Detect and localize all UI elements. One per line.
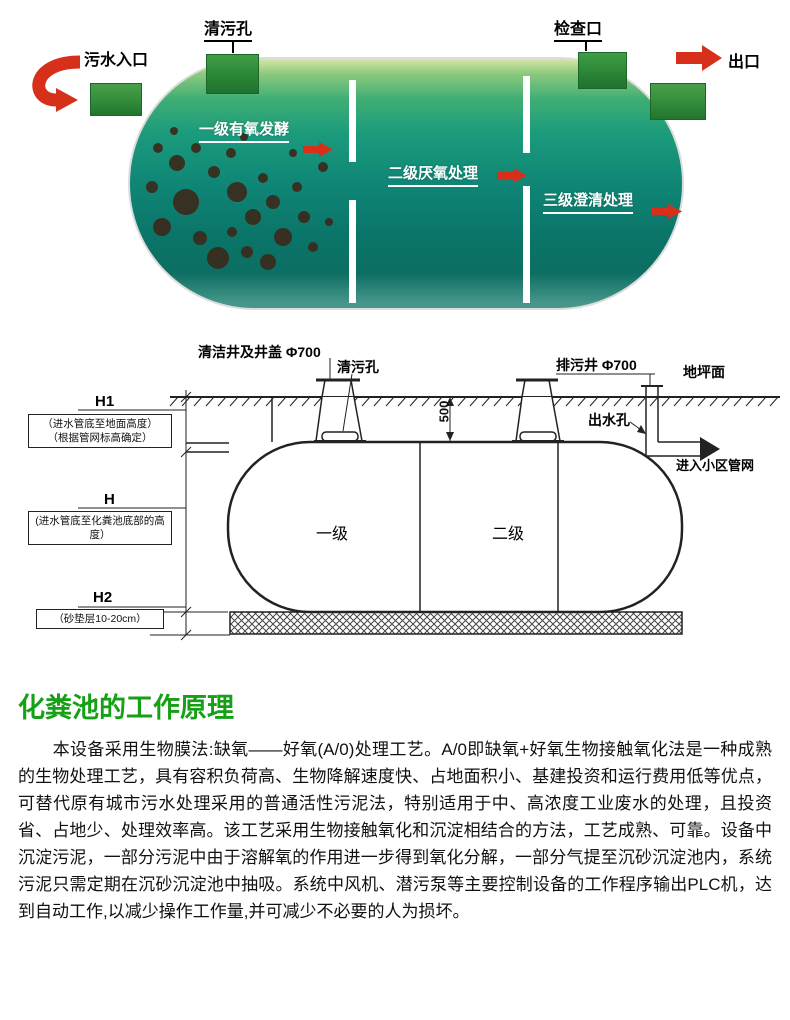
outlet-label: 出口: [728, 54, 761, 71]
inspection-riser: [578, 52, 627, 89]
dim-500-label: 500: [436, 400, 452, 423]
chamber1-label: 一级: [316, 526, 349, 543]
h2-note-box: （砂垫层10-20cm）: [36, 609, 164, 630]
tank-outline: [226, 440, 684, 614]
clean-hole-label-drawing: 清污孔: [337, 359, 379, 375]
leader-lines: [329, 358, 655, 434]
inlet-curved-arrow: [32, 55, 81, 112]
stage2-label: 二级厌氧处理: [388, 162, 479, 187]
ground-label: 地坪面: [683, 364, 725, 380]
inspection-label: 检查口: [554, 15, 603, 42]
clean-well: [314, 378, 366, 442]
inspection-connector-line: [585, 40, 587, 51]
clean-hole-label: 清污孔: [204, 15, 253, 42]
sand-layer: [229, 611, 683, 635]
h-note-box: (进水管底至化粪池底部的高度）: [28, 511, 172, 546]
engineering-drawing: [78, 358, 780, 641]
inlet-pipe: [90, 83, 142, 116]
height-dimension-lines: [78, 390, 230, 641]
sewage-well-label: 排污井 Φ700: [556, 357, 637, 373]
inlet-label: 污水入口: [84, 52, 149, 69]
outlet-hole-label: 出水孔: [588, 412, 630, 428]
h1-note-line1: （进水管底至地面高度）: [42, 418, 158, 430]
inlet-pipe-lines: [186, 397, 273, 453]
article-body: 本设备采用生物膜法:缺氧——好氧(A/0)处理工艺。A/0即缺氧+好氧生物接触氧…: [18, 740, 772, 922]
article-section: 化粪池的工作原理 本设备采用生物膜法:缺氧——好氧(A/0)处理工艺。A/0即缺…: [0, 682, 790, 925]
pipe-network-label: 进入小区管网: [676, 458, 755, 473]
dim-500-line: [446, 397, 454, 441]
outlet-pipe: [650, 83, 706, 120]
stage1-label: 一级有氧发酵: [199, 118, 290, 143]
h1-label: H1: [95, 393, 115, 410]
h1-note-box: （进水管底至地面高度） （根据管网标高确定）: [28, 414, 172, 449]
septic-tank-illustration: 污水入口 清污孔 检查口 出口 一级有氧发酵 二级厌氧处理 三级澄清处理: [0, 0, 790, 330]
clean-hole-riser: [206, 54, 259, 94]
clean-hole-connector-line: [232, 40, 234, 53]
h1-note-line2: （根据管网标高确定）: [47, 432, 153, 445]
h2-label: H2: [93, 589, 113, 606]
outlet-arrow: [676, 45, 722, 71]
sewage-well: [512, 378, 564, 442]
chamber2-label: 二级: [492, 526, 525, 543]
ground-line: [169, 396, 780, 407]
clean-well-label: 清洁井及井盖 Φ700: [198, 344, 321, 360]
stage3-label: 三级澄清处理: [543, 189, 634, 214]
h-label: H: [104, 491, 115, 508]
article-title: 化粪池的工作原理: [18, 693, 234, 723]
outlet-pipe-lines: [641, 385, 720, 461]
